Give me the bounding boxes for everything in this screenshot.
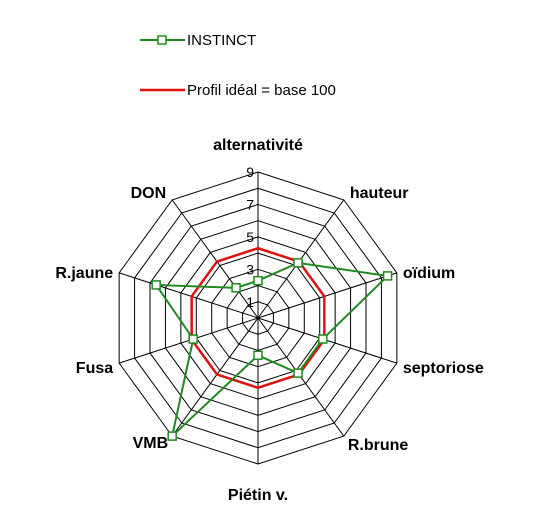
radar-grid — [118, 171, 398, 465]
tick-label-3: 3 — [246, 261, 254, 277]
tick-label-9: 9 — [246, 164, 254, 180]
point-instinct-8 — [151, 280, 161, 290]
axis-label-5: Piétin v. — [228, 487, 288, 504]
point-instinct-5 — [253, 350, 263, 361]
axis-label-7: Fusa — [76, 360, 113, 377]
tick-label-7: 7 — [246, 196, 254, 212]
axis-label-1: hauteur — [350, 185, 409, 202]
legend: INSTINCT Profil idéal = base 100 — [140, 32, 336, 99]
point-instinct-7 — [188, 334, 198, 344]
radar-axis-labels: alternativité hauteur oïdium septorioseR.br… — [55, 137, 484, 504]
axis-spoke-9 — [171, 199, 259, 319]
axis-label-8: R.jaune — [55, 265, 113, 282]
radar-tick-labels: 1 3 5 7 9 — [246, 164, 254, 310]
point-instinct-9 — [231, 283, 241, 293]
radar-series — [151, 246, 393, 441]
axis-spoke-8 — [118, 272, 259, 319]
series-line-ideal — [190, 246, 326, 390]
point-instinct-1 — [293, 258, 303, 268]
axis-label-0: alternativité — [213, 137, 303, 154]
point-instinct-2 — [382, 271, 393, 281]
axis-spoke-6 — [171, 317, 259, 437]
point-instinct-4 — [293, 368, 303, 378]
legend-label-ideal: Profil idéal = base 100 — [187, 82, 336, 99]
axis-label-4: R.brune — [348, 437, 409, 454]
axis-spoke-2 — [257, 272, 398, 319]
axis-label-6: VMB — [133, 435, 169, 452]
legend-marker-instinct — [157, 35, 167, 45]
point-instinct-3 — [318, 334, 328, 344]
legend-label-instinct: INSTINCT — [187, 32, 256, 49]
point-instinct-0 — [253, 275, 263, 286]
tick-label-5: 5 — [246, 229, 254, 245]
axis-label-3: septoriose — [403, 360, 484, 377]
axis-label-9: DON — [131, 185, 167, 202]
point-instinct-6 — [167, 431, 177, 441]
axis-label-2: oïdium — [403, 265, 455, 282]
tick-label-1: 1 — [246, 294, 254, 310]
